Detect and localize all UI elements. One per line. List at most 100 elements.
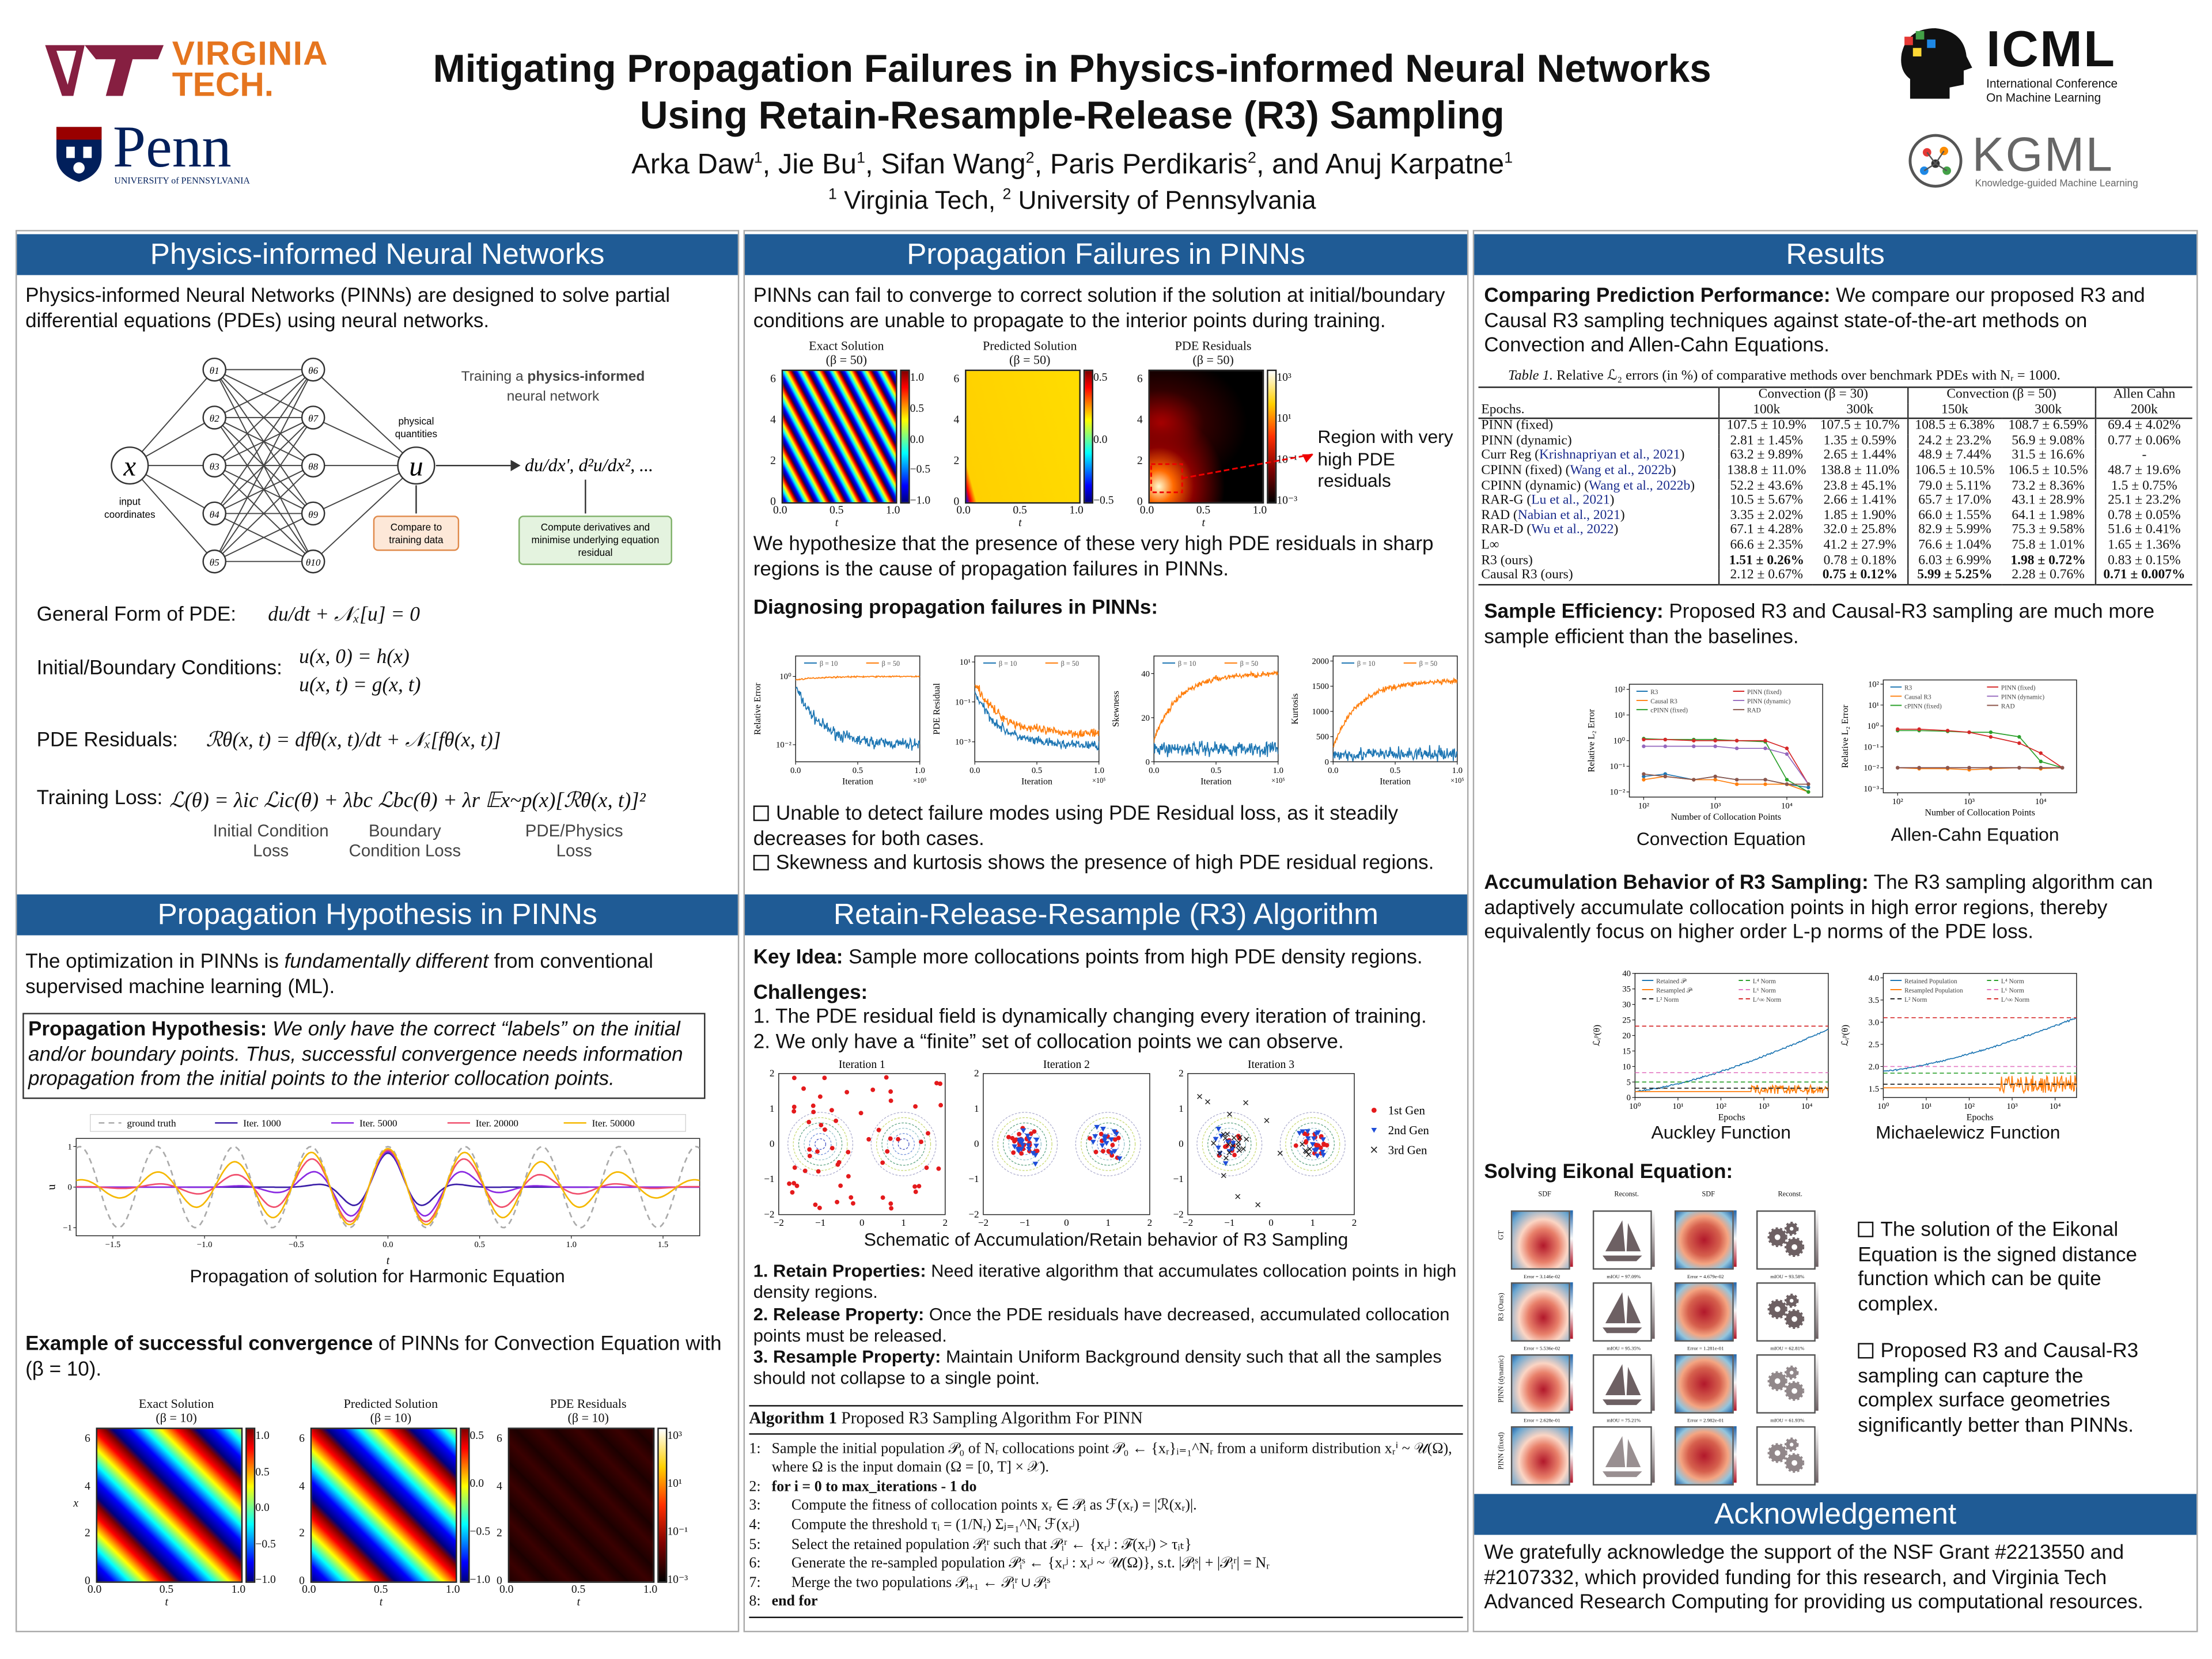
x-axis-label: Number of Collocation Points <box>1925 808 2035 818</box>
gen3-point <box>1300 1141 1305 1147</box>
gen2-point <box>1103 1134 1108 1139</box>
colorbar-tick-label: 10⁻³ <box>667 1573 688 1586</box>
algorithm-line: 7:Merge the two populations 𝒫ᵢ₊₁ ← 𝒫ᵢʳ ∪… <box>749 1574 1463 1593</box>
x-tick-label: −2 <box>774 1217 784 1228</box>
r3-property-2: 2. Release Property: Once the PDE residu… <box>753 1304 1459 1347</box>
legend-label: PINN (dynamic) <box>2001 694 2045 700</box>
gears-shape-icon <box>1767 1365 1805 1401</box>
y-tick-label: 6 <box>1137 372 1143 385</box>
x-tick-label: 2 <box>1352 1217 1357 1228</box>
gen1-point <box>1110 1142 1115 1147</box>
legend-label: Resampled Population <box>1904 987 1963 994</box>
gen1-point <box>1106 1149 1111 1154</box>
gen1-point <box>919 1139 923 1145</box>
algorithm-box: Algorithm 1 Proposed R3 Sampling Algorit… <box>749 1405 1463 1618</box>
x-tick-label: −1.5 <box>105 1240 121 1249</box>
table-cell: 23.8 ± 45.1% <box>1823 478 1897 494</box>
x-tick-label: 1.0 <box>885 503 900 517</box>
series-line--10 <box>1333 745 1457 762</box>
data-point <box>1713 738 1717 743</box>
colorbar-tick-label: 0.5 <box>255 1465 270 1478</box>
y-tick-label: 10² <box>1868 680 1880 690</box>
gen3-point <box>1223 1155 1229 1161</box>
heatmap-subtitle: (β = 10) <box>567 1410 609 1425</box>
y-tick-label: 0 <box>1325 757 1329 767</box>
x-axis-label: t <box>1018 516 1022 529</box>
x-tick-label: 0.0 <box>956 503 971 517</box>
iteration-title: Iteration 3 <box>1248 1059 1294 1071</box>
property-text: Once the PDE residuals have decreased, a… <box>753 1304 1450 1346</box>
line-text: for i = 0 to max_iterations - 1 do <box>771 1479 977 1495</box>
data-point <box>2039 766 2043 770</box>
data-point <box>1967 766 1971 770</box>
algorithm-line: 6:Generate the re-sampled population 𝒫ᵢˢ… <box>749 1555 1463 1574</box>
contour <box>1207 1122 1252 1166</box>
gen1-point <box>791 1109 797 1114</box>
x-tick-label: 0.0 <box>499 1582 514 1596</box>
table-cell: - <box>2094 448 2192 464</box>
y-tick-label: 6 <box>770 372 776 385</box>
gen3-point <box>1235 1194 1241 1199</box>
contour <box>1081 1117 1136 1171</box>
algorithm-rule <box>749 1616 1463 1618</box>
citation-link[interactable]: Krishnapriyan et al., 2021 <box>1539 448 1680 464</box>
author-name: Sifan Wang <box>881 149 1026 181</box>
table-epoch-header: 150k <box>1906 402 2002 419</box>
x-tick-label: −2 <box>1183 1217 1193 1228</box>
gen2-point <box>1018 1146 1024 1152</box>
gear-hole <box>1789 1226 1794 1231</box>
series-line--50 <box>1333 677 1457 748</box>
legend-label: Causal R3 <box>1650 698 1677 705</box>
legend-label: β = 10 <box>1357 660 1375 668</box>
legend-label: β = 50 <box>1419 660 1437 668</box>
series-line-iter-5000 <box>76 1150 700 1217</box>
contour <box>997 1117 1052 1171</box>
table-cell: 0.75 ± 0.12% <box>1822 567 1898 583</box>
x-tick-label: 0.5 <box>373 1582 388 1596</box>
citation-link[interactable]: Nabian et al., 2021 <box>1517 507 1620 523</box>
heatmap-area <box>965 369 1081 504</box>
y-tick-label: 2 <box>770 1068 775 1079</box>
citation-link[interactable]: Lu et al., 2021 <box>1531 493 1610 509</box>
y-tick-label: −1 <box>1173 1173 1183 1184</box>
x-tick-label: 10³ <box>2007 1102 2018 1111</box>
y-tick-label: 10¹ <box>1868 701 1879 710</box>
eikonal-row-label: PINN (fixed) <box>1499 1432 1506 1470</box>
citation-link[interactable]: Wang et al., 2022b <box>1570 463 1672 479</box>
data-point <box>2039 759 2043 764</box>
y-tick-label: 0 <box>1146 757 1150 767</box>
heatmap-area <box>310 1427 457 1583</box>
data-point <box>2017 766 2021 770</box>
x-tick-label: 1.5 <box>658 1240 668 1249</box>
gen1-point <box>934 1081 939 1086</box>
pde-residuals-equation: ℛθ(x, t) = dfθ(x, t)/dt + 𝒩ₓ[fθ(x, t)] <box>206 729 501 752</box>
sdf-image <box>1510 1426 1570 1486</box>
contour <box>793 1117 848 1171</box>
series-group <box>796 675 920 751</box>
convection-example-text: Example of successful convergence of PIN… <box>25 1333 722 1381</box>
gen1-point <box>811 1109 816 1115</box>
gen1-point <box>1304 1139 1309 1144</box>
hidden-node-label: θ8 <box>308 461 318 472</box>
affiliation-mark: 2 <box>1002 186 1012 203</box>
y-tick-label: 10⁰ <box>779 672 791 681</box>
y-tick-label: −2 <box>1173 1209 1183 1219</box>
gen1-point <box>889 1206 894 1211</box>
hidden-node <box>202 453 227 478</box>
x-axis-label: Iteration <box>1380 777 1411 787</box>
y-axis-label: u <box>46 1184 58 1190</box>
citation-link[interactable]: Wu et al., 2022 <box>1531 522 1614 538</box>
data-point <box>1663 774 1668 779</box>
r3-properties: 1. Retain Properties: Need iterative alg… <box>753 1261 1459 1391</box>
gen2-point <box>1025 1143 1032 1149</box>
gen1-point <box>849 1195 854 1200</box>
citation-link[interactable]: Wang et al., 2022b <box>1589 478 1691 494</box>
data-point <box>1917 727 1921 732</box>
gen2-point <box>1108 1137 1115 1142</box>
property-title: 1. Retain Properties: <box>753 1261 926 1281</box>
